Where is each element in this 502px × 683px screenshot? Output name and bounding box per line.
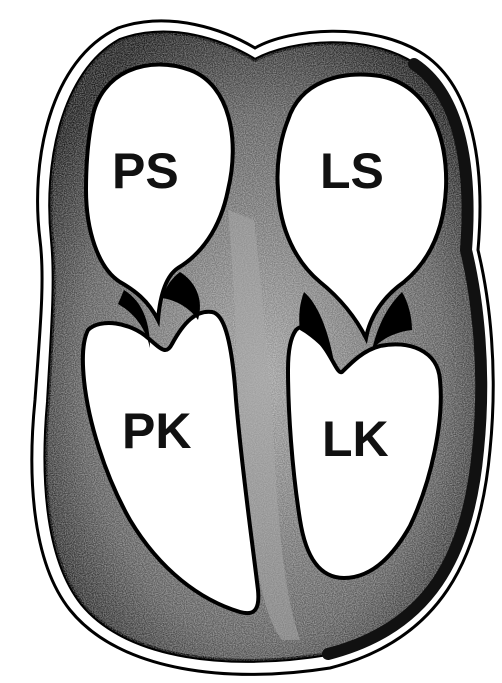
label-pk: PK <box>122 403 191 459</box>
label-lk: LK <box>322 411 389 467</box>
label-ps: PS <box>112 143 179 199</box>
label-ls: LS <box>320 143 384 199</box>
